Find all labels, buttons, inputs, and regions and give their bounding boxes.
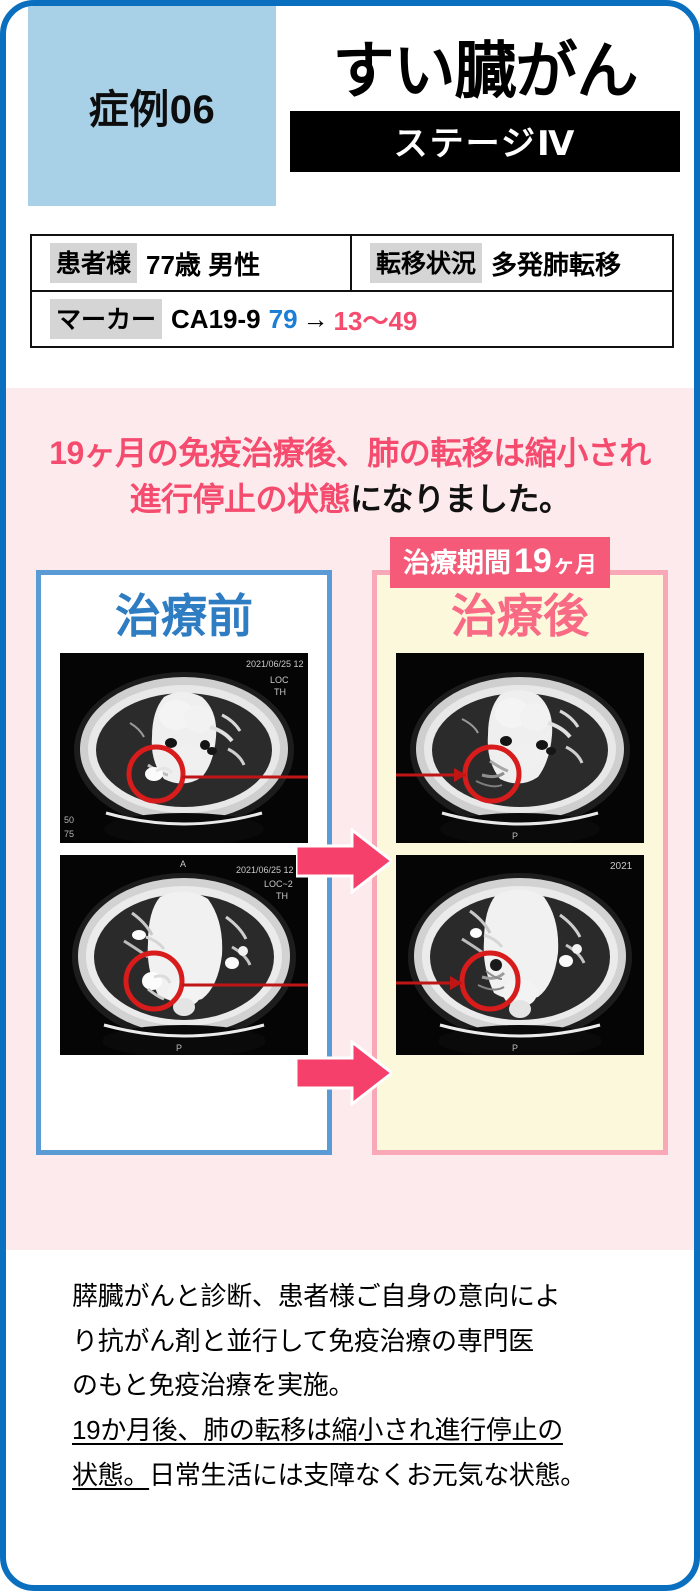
- period-number: 19: [514, 542, 552, 580]
- scan-orient-anterior: A: [180, 859, 186, 869]
- case-description: 膵臓がんと診断、患者様ご自身の意向によ り抗がん剤と並行して免疫治療の専門医 の…: [6, 1274, 694, 1498]
- scan-meta-num1: 50: [64, 815, 74, 825]
- info-cell-marker: マーカー CA19-9 79 → 13〜49: [32, 292, 672, 346]
- scan-orient-posterior: P: [176, 1043, 182, 1053]
- info-cell-metastasis: 転移状況 多発肺転移: [352, 236, 672, 290]
- patient-value: 77歳 男性: [146, 249, 261, 280]
- description-line-3: のもと免疫治療を実施。: [72, 1370, 355, 1401]
- ct-scan-after-upper: P: [396, 653, 644, 843]
- comparison-area: 治療前: [6, 537, 694, 1170]
- before-panel-title: 治療前: [115, 590, 253, 642]
- ct-scan-before-lower: A 2021/06/25 12 LOC~2 TH P: [60, 855, 308, 1055]
- transition-arrow-lower-icon: [296, 1040, 392, 1106]
- marker-value-before: 79: [268, 303, 298, 334]
- scan-meta-date: 2021/06/25 12: [246, 659, 304, 669]
- marker-value-after: 13〜49: [333, 305, 418, 336]
- headline-line-2-pink: 進行停止の状態: [129, 481, 350, 518]
- marker-arrow-icon: →: [302, 303, 329, 334]
- scan-meta-num2: 75: [64, 829, 74, 839]
- marker-name: CA19-9: [171, 303, 261, 334]
- description-line-4: 19か月後、肺の転移は縮小され進行停止の: [72, 1415, 563, 1446]
- headline-line-2-black: になりました。: [350, 481, 571, 518]
- description-line-2: り抗がん剤と並行して免疫治療の専門医: [72, 1325, 534, 1356]
- patient-chip-label: 患者様: [50, 243, 138, 283]
- case-number-box: 症例06: [28, 6, 276, 206]
- header: 症例06 すい臓がん ステージⅣ: [6, 6, 694, 206]
- title-block: すい臓がん ステージⅣ: [276, 6, 694, 206]
- scan-meta-loc: LOC: [270, 675, 289, 685]
- info-cell-patient: 患者様 77歳 男性: [32, 236, 352, 290]
- info-row-marker: マーカー CA19-9 79 → 13〜49: [32, 292, 672, 346]
- result-section: 19ヶ月の免疫治療後、肺の転移は縮小され 進行停止の状態になりました。 治療前: [6, 388, 694, 1250]
- marker-chip-label: マーカー: [50, 299, 163, 339]
- headline-line-2: 進行停止の状態になりました。: [6, 476, 694, 522]
- case-number-label: 症例06: [88, 88, 216, 132]
- period-label: 治療期間: [403, 548, 511, 578]
- period-unit: ヶ月: [552, 552, 597, 577]
- scan-orient-posterior-2: P: [512, 831, 518, 841]
- patient-info-table: 患者様 77歳 男性 転移状況 多発肺転移 マーカー CA19-9 79 → 1…: [30, 234, 674, 348]
- metastasis-chip-label: 転移状況: [370, 243, 483, 283]
- scan-meta-loc-2: LOC~2: [264, 879, 293, 889]
- description-line-5-rest: 日常生活には支障なくお元気な状態。: [149, 1459, 587, 1490]
- after-panel-title: 治療後: [451, 590, 589, 642]
- after-scan-list: P: [377, 653, 663, 1055]
- scan-meta-th-2: TH: [276, 891, 288, 901]
- headline-line-1: 19ヶ月の免疫治療後、肺の転移は縮小され: [49, 435, 651, 471]
- scan-orient-posterior-3: P: [512, 1043, 518, 1053]
- ct-scan-before-upper: 2021/06/25 12 LOC TH 50 75: [60, 653, 308, 843]
- scan-meta-date-2: 2021/06/25 12: [236, 865, 294, 875]
- panel-before-treatment: 治療前: [36, 570, 332, 1155]
- panel-after-treatment: 治療後: [372, 570, 668, 1155]
- disease-title: すい臓がん: [332, 37, 638, 106]
- ct-scan-after-lower: 2021 P: [396, 855, 644, 1055]
- stage-banner: ステージⅣ: [290, 111, 680, 173]
- result-headline: 19ヶ月の免疫治療後、肺の転移は縮小され 進行停止の状態になりました。: [6, 388, 694, 523]
- treatment-period-badge: 治療期間 19 ヶ月: [390, 537, 610, 588]
- transition-arrow-upper-icon: [296, 828, 392, 894]
- description-line-5: 状態。日常生活には支障なくお元気な状態。: [72, 1453, 628, 1498]
- metastasis-value: 多発肺転移: [491, 249, 622, 280]
- description-line-5-underlined: 状態。: [72, 1459, 150, 1490]
- description-line-1: 膵臓がんと診断、患者様ご自身の意向によ: [72, 1281, 561, 1311]
- before-scan-list: 2021/06/25 12 LOC TH 50 75: [41, 653, 327, 1055]
- scan-meta-th: TH: [274, 687, 286, 697]
- scan-meta-year: 2021: [610, 861, 633, 872]
- info-row-patient: 患者様 77歳 男性 転移状況 多発肺転移: [32, 236, 672, 292]
